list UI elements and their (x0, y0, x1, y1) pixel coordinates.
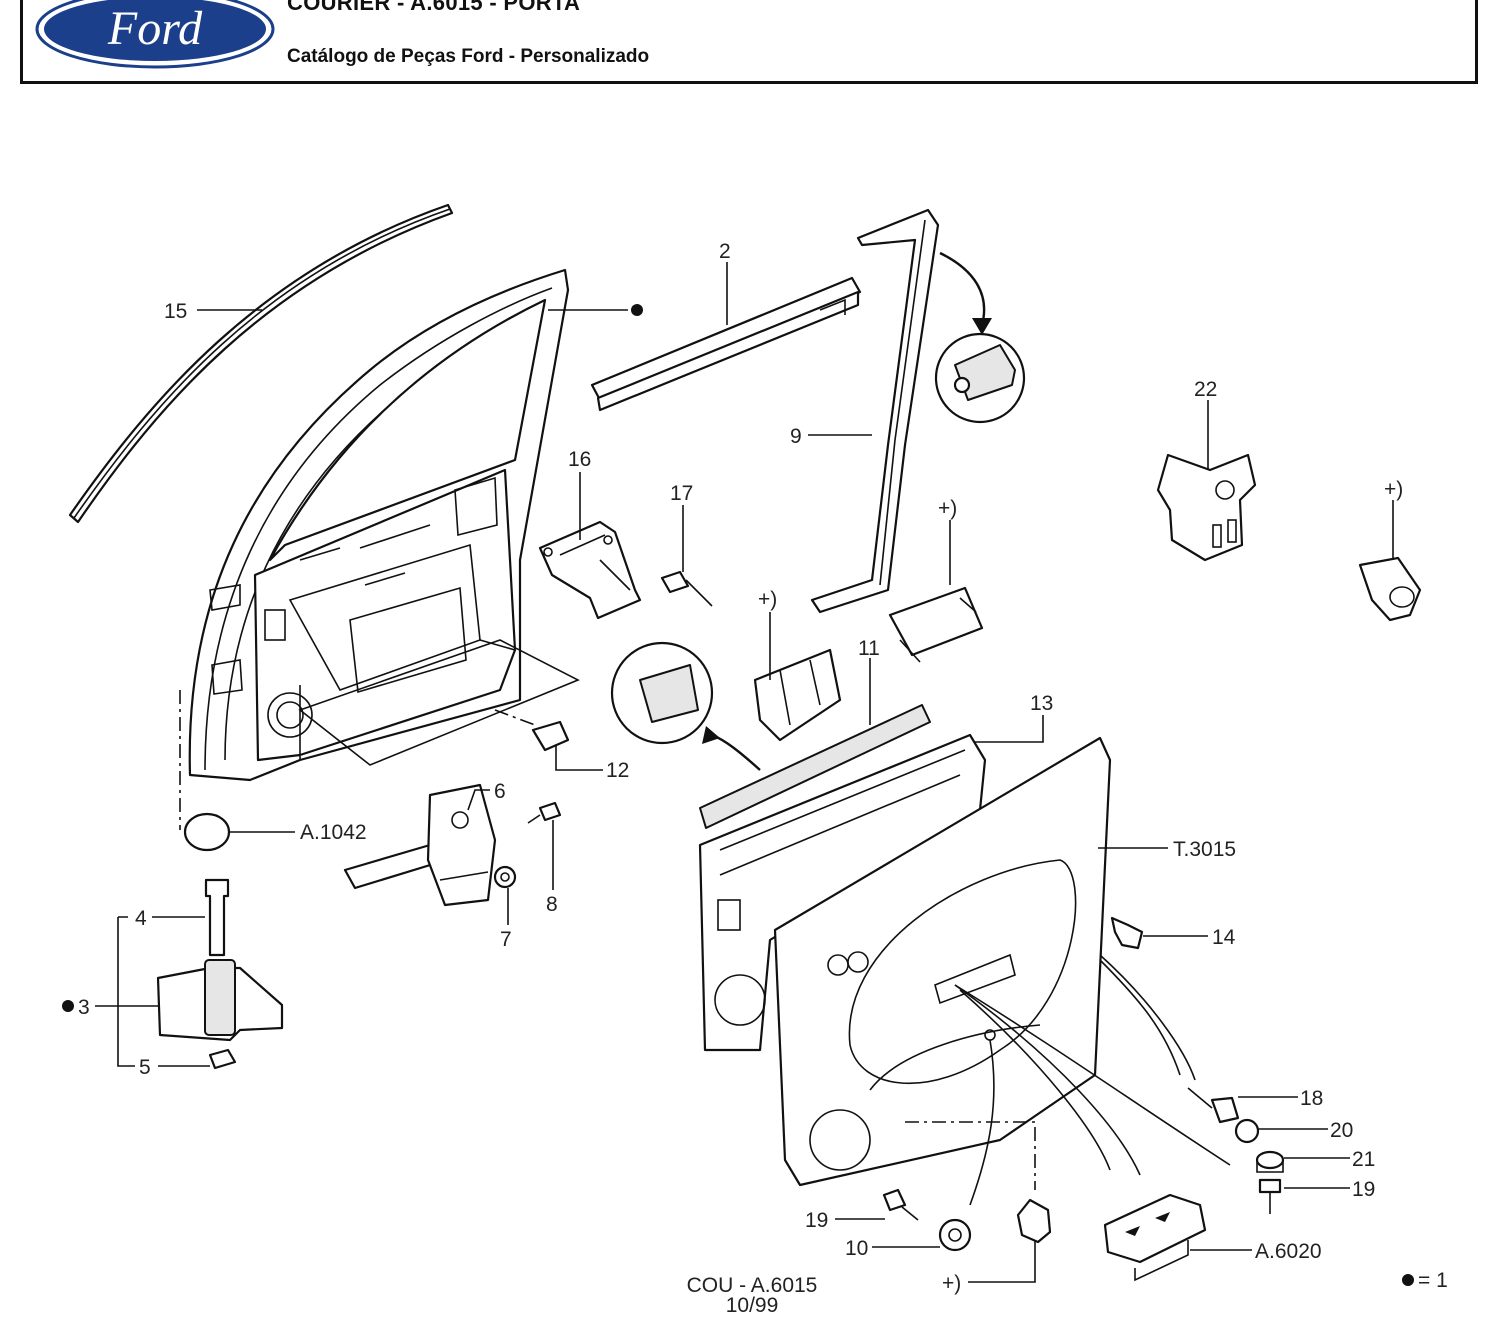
clip-plate-b (888, 586, 984, 663)
callout-10: 10 (845, 1237, 868, 1260)
detail-circle-seal-clip (934, 251, 1026, 424)
callout-12: 12 (606, 759, 629, 782)
callout-a1042: A.1042 (300, 821, 367, 844)
part-7-nut (493, 865, 517, 889)
callout-16: 16 (568, 448, 591, 471)
window-switch-a6020 (1103, 1193, 1207, 1282)
part-20-cap (1234, 1118, 1260, 1144)
callout-8: 8 (546, 893, 558, 916)
legend-dot (1402, 1274, 1414, 1286)
ford-logo: Ford (35, 0, 275, 69)
part-12-clip (531, 720, 570, 752)
footer: COU - A.6015 10/99 = 1 (687, 1269, 1448, 1317)
part-8-bolt (527, 801, 562, 824)
callout-19-bottom: 19 (805, 1209, 828, 1232)
part-2-outer-belt-strip (590, 276, 862, 412)
footer-date: 10/99 (726, 1294, 779, 1317)
marker-dot-3 (62, 1000, 74, 1012)
part-15-window-strip (68, 203, 454, 524)
callout-11: 11 (858, 637, 880, 660)
callout-plus-c: +) (1384, 478, 1403, 501)
callout-plus-a: +) (758, 588, 777, 611)
callout-14: 14 (1212, 926, 1236, 949)
callout-7: 7 (500, 928, 512, 951)
page-title: COURIER - A.6015 - PORTA (287, 0, 581, 15)
part-22-bracket (1156, 453, 1257, 562)
callout-18: 18 (1300, 1087, 1323, 1110)
callout-17: 17 (670, 482, 693, 505)
part-5-clip (208, 1048, 237, 1070)
trim-panel (773, 736, 1112, 1187)
callout-leaders (95, 262, 1394, 1283)
part-10-nut (938, 1218, 972, 1252)
callout-5: 5 (139, 1056, 151, 1079)
callout-plus-b: +) (938, 497, 957, 520)
part-3-hinge (156, 959, 284, 1042)
panel-fastener-lines (179, 690, 1231, 1206)
callout-20: 20 (1330, 1119, 1353, 1142)
callout-15: 15 (164, 300, 187, 323)
push-clip-right (1358, 556, 1422, 622)
part-19-screw-bottom (882, 1188, 919, 1221)
callout-13: 13 (1030, 692, 1053, 715)
plug-a1042 (183, 812, 231, 852)
callout-t3015: T.3015 (1173, 838, 1236, 861)
part-6-door-check (343, 783, 497, 907)
callout-a6020: A.6020 (1255, 1240, 1322, 1263)
clip-plate-a (753, 648, 842, 742)
callout-3: 3 (78, 996, 90, 1019)
detail-circle-glass-seal (610, 641, 761, 771)
footer-code: COU - A.6015 (687, 1274, 818, 1297)
callout-2: 2 (719, 240, 731, 263)
part-16-hinge-bracket (538, 520, 642, 620)
door-shell (188, 268, 580, 782)
part-9-door-seal (810, 208, 940, 614)
header-box: Ford COURIER - A.6015 - PORTA Catálogo d… (20, 0, 1478, 84)
push-pin-bottom (1016, 1198, 1052, 1244)
part-21-cap (1255, 1150, 1285, 1173)
part-14-clip (1110, 916, 1144, 950)
part-17-pin (660, 570, 713, 607)
legend-text: = 1 (1418, 1269, 1448, 1292)
callout-9: 9 (790, 425, 802, 448)
part-19-screw-right (1258, 1178, 1282, 1214)
callout-21: 21 (1352, 1148, 1375, 1171)
callout-22: 22 (1194, 378, 1217, 401)
marker-dot-top (631, 304, 643, 316)
part-4-hinge-pin (204, 878, 230, 957)
part-18-screw (1187, 1087, 1240, 1124)
part-11-inner-belt-strip (699, 704, 931, 829)
logo-wordmark: Ford (107, 2, 203, 55)
callout-4: 4 (135, 907, 147, 930)
page-subtitle: Catálogo de Peças Ford - Personalizado (287, 46, 650, 67)
callout-plus-d: +) (942, 1272, 961, 1295)
callout-19-right: 19 (1352, 1178, 1375, 1201)
callout-labels: 15 2 9 16 17 +) +) 22 +) 11 13 12 6 8 7 … (62, 240, 1403, 1295)
callout-6: 6 (494, 780, 506, 803)
